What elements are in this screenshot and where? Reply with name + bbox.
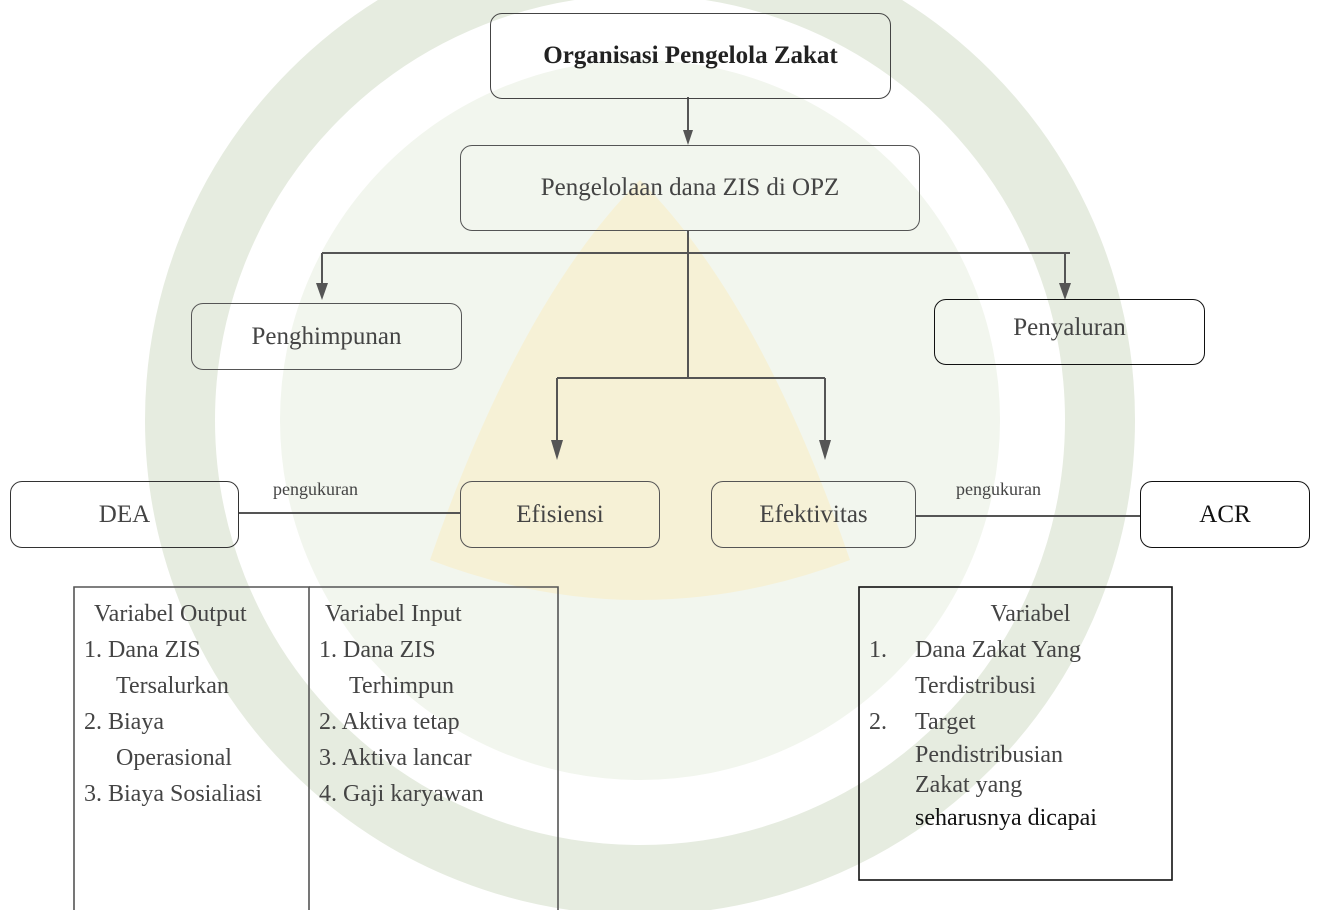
list-item-text: Pendistribusian xyxy=(915,742,1063,768)
list-item-text: Dana Zakat Yang xyxy=(915,637,1081,663)
node-efisiensi: Efisiensi xyxy=(460,481,660,548)
list-item: seharusnya dicapai xyxy=(869,800,1172,836)
list-item-text: Terdistribusi xyxy=(915,673,1036,699)
edge-label-pengukuran-left: pengukuran xyxy=(273,479,358,499)
variabel-input-list: 1. Dana ZIS Terhimpun 2. Aktiva tetap 3.… xyxy=(319,632,558,812)
list-item: 1. Dana ZIS xyxy=(84,637,201,663)
box-variabel-output: Variabel Output 1. Dana ZIS Tersalurkan … xyxy=(74,596,309,812)
box-variabel-input-border xyxy=(309,586,559,910)
list-item-text: seharusnya dicapai xyxy=(915,805,1097,831)
node-label: Efisiensi xyxy=(516,500,604,528)
list-item: 1. Dana Zakat Yang xyxy=(869,632,1172,668)
node-dea: DEA xyxy=(10,481,239,548)
node-label: ACR xyxy=(1199,500,1251,528)
variabel-acr-list: 1. Dana Zakat Yang Terdistribusi 2. Target… xyxy=(869,632,1172,836)
list-item-number: 1. xyxy=(869,637,887,663)
node-label: Organisasi Pengelola Zakat xyxy=(543,42,838,69)
node-penghimpunan: Penghimpunan xyxy=(191,303,462,370)
list-item-text: Target xyxy=(915,709,976,735)
list-item: Tersalurkan xyxy=(116,673,229,699)
node-acr: ACR xyxy=(1140,481,1310,548)
node-efektivitas: Efektivitas xyxy=(711,481,916,548)
node-label: Penyaluran xyxy=(1013,314,1126,341)
box-variabel-acr: Variabel 1. Dana Zakat Yang Terdistribusi… xyxy=(859,596,1172,836)
list-item-text: Zakat yang xyxy=(915,772,1023,798)
list-item: 3. Aktiva lancar xyxy=(319,745,472,771)
node-organisasi-pengelola-zakat: Organisasi Pengelola Zakat xyxy=(490,13,891,99)
variabel-acr-title: Variabel xyxy=(990,601,1071,627)
list-item-number: 2. xyxy=(869,709,887,735)
list-item: Pendistribusian xyxy=(869,740,1172,770)
edge-label-pengukuran-right: pengukuran xyxy=(956,479,1041,499)
variabel-output-list: 1. Dana ZIS Tersalurkan 2. Biaya Operasi… xyxy=(84,632,309,812)
node-pengelolaan-dana-zis: Pengelolaan dana ZIS di OPZ xyxy=(460,145,920,231)
list-item: Terdistribusi xyxy=(869,668,1172,704)
node-label: Efektivitas xyxy=(759,500,868,528)
box-variabel-input: Variabel Input 1. Dana ZIS Terhimpun 2. … xyxy=(309,596,558,812)
list-item: 3. Biaya Sosialiasi xyxy=(84,781,262,807)
variabel-input-title: Variabel Input xyxy=(325,601,462,627)
list-item: 2. Aktiva tetap xyxy=(319,709,460,735)
list-item: 2. Biaya xyxy=(84,709,164,735)
box-variabel-acr-border xyxy=(858,586,1173,881)
node-penyaluran: Penyaluran xyxy=(934,299,1205,365)
node-label: Penghimpunan xyxy=(251,322,402,350)
list-item: 2. Target xyxy=(869,704,1172,740)
variabel-output-title: Variabel Output xyxy=(94,601,247,627)
list-item: 1. Dana ZIS xyxy=(319,637,436,663)
box-variabel-output-border xyxy=(73,586,310,910)
list-item: Zakat yang xyxy=(869,770,1172,800)
list-item: Terhimpun xyxy=(349,673,454,699)
node-label: DEA xyxy=(98,500,151,528)
list-item: Operasional xyxy=(116,745,232,771)
list-item: 4. Gaji karyawan xyxy=(319,781,484,807)
node-label: Pengelolaan dana ZIS di OPZ xyxy=(540,174,840,201)
